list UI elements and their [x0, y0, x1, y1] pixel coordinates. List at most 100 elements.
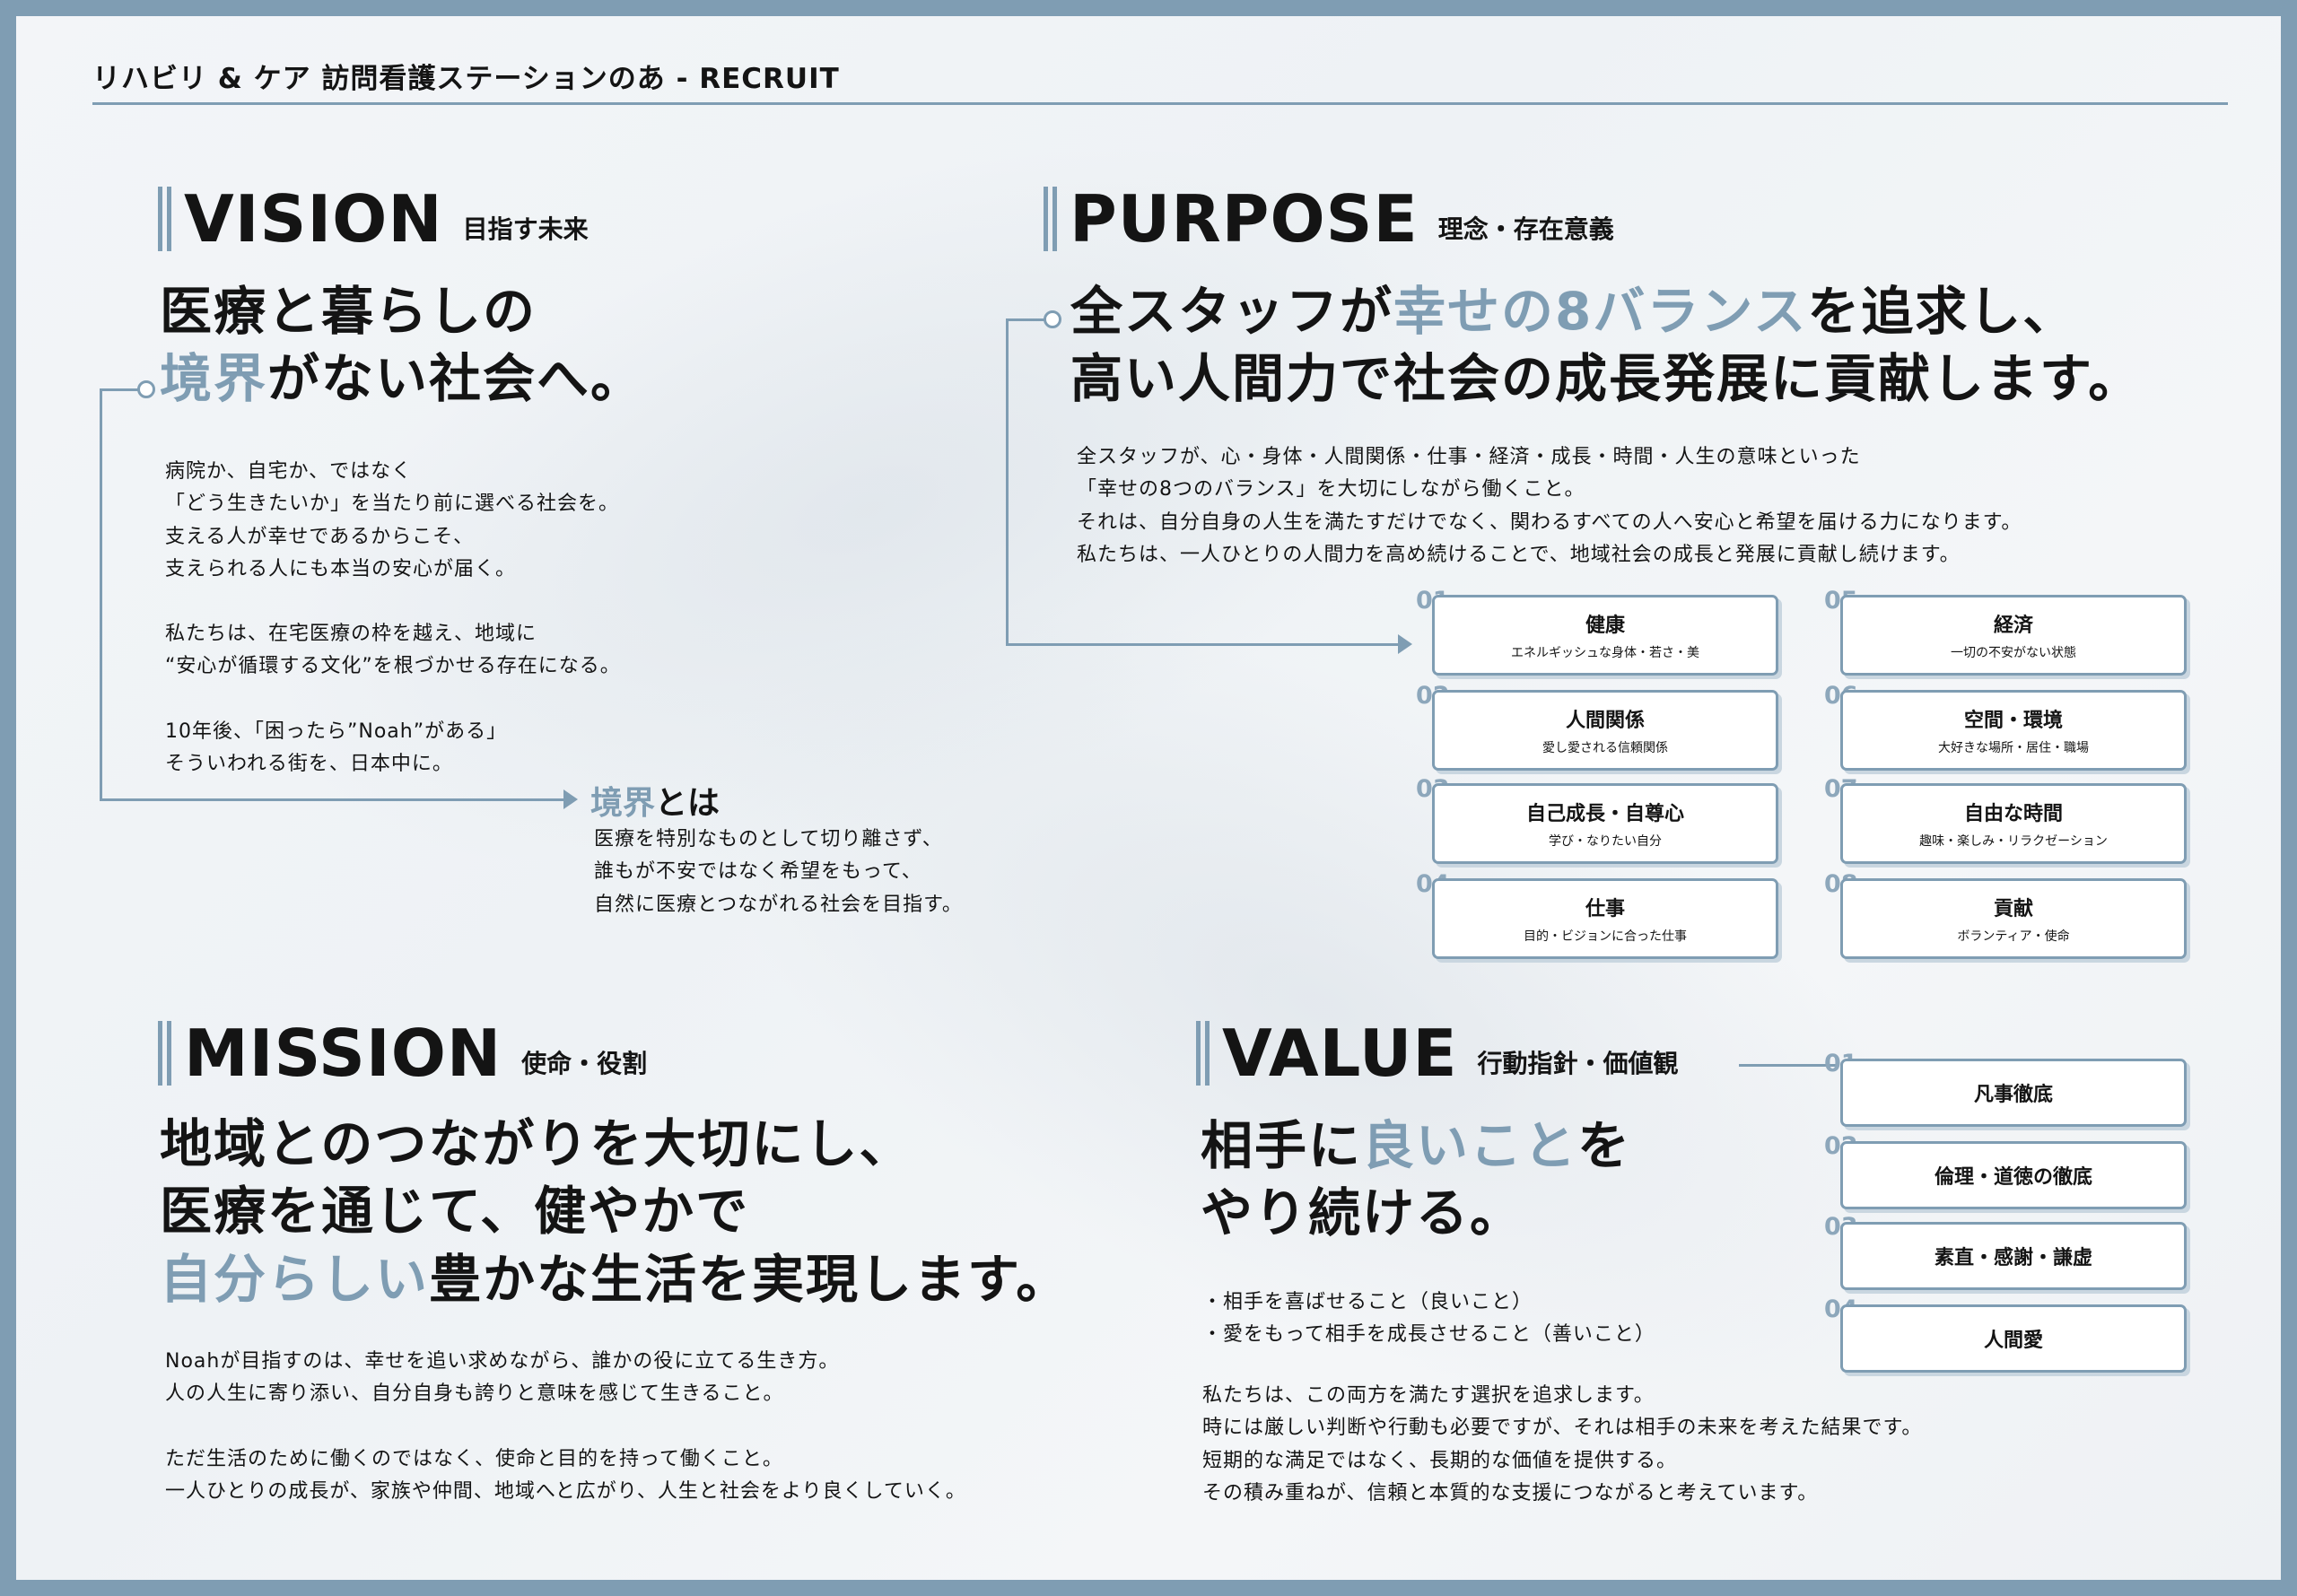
value-headline-line1: 相手に良いことを	[1201, 1112, 1631, 1180]
boundary-title-rest: とは	[655, 785, 721, 822]
value-headline: 相手に良いことを やり続ける。	[1201, 1112, 1631, 1248]
value-item: 凡事徹底	[1840, 1059, 2187, 1127]
value-item: 倫理・道徳の徹底	[1840, 1141, 2187, 1209]
vision-headline-accent: 境界	[160, 348, 268, 410]
text-line: 支える人が幸せであるからこそ、	[165, 525, 475, 548]
balance-label: 人間関係	[1565, 710, 1645, 732]
arrow-right-icon	[1398, 634, 1412, 654]
value-item: 素直・感謝・謙虚	[1840, 1222, 2187, 1290]
balance-desc: 愛し愛される信頼関係	[1542, 741, 1668, 755]
bullet-item: ・相手を喜ばせること（良いこと）	[1202, 1291, 1533, 1313]
text-line: 私たちは、在宅医療の枠を越え、地域に	[165, 623, 537, 646]
purpose-headline-pre: 全スタッフが	[1070, 281, 1394, 342]
bullet-item: ・愛をもって相手を成長させること（善いこと）	[1202, 1323, 1655, 1347]
value-headline-post: を	[1577, 1115, 1632, 1176]
text-line: Noahが目指すのは、幸せを追い求めながら、誰かの役に立てる生き方。	[165, 1350, 840, 1373]
spacer	[165, 1411, 966, 1443]
purpose-headline: 全スタッフが幸せの8バランスを追求し、 高い人間力で社会の成長発展に貢献します。	[1070, 278, 2142, 414]
connector-dot-icon	[1044, 310, 1061, 328]
text-line: “安心が循環する文化”を根づかせる存在になる。	[165, 655, 621, 678]
value-headline-accent: 良いこと	[1362, 1115, 1578, 1176]
spacer	[165, 586, 621, 618]
text-line: そういわれる街を、日本中に。	[165, 753, 453, 776]
heading-bars-icon	[158, 187, 171, 251]
mission-subtitle: 使命・役割	[521, 1049, 648, 1078]
heading-bars-icon	[158, 1021, 171, 1086]
text-line: 誰もが不安ではなく希望をもって、	[594, 860, 922, 884]
balance-desc: 学び・なりたい自分	[1549, 834, 1662, 849]
text-line: 病院か、自宅か、ではなく	[165, 460, 413, 483]
balance-item-growth: 自己成長・自尊心 学び・なりたい自分	[1432, 783, 1778, 864]
mission-headline-line3: 自分らしい豊かな生活を実現します。	[160, 1246, 1070, 1313]
mission-heading: MISSION 使命・役割	[158, 1021, 647, 1086]
purpose-headline-accent: 幸せの8バランス	[1393, 281, 1808, 342]
text-line: 「どう生きたいか」を当たり前に選べる社会を。	[165, 493, 620, 516]
vision-headline-line2: 境界がない社会へ。	[160, 345, 644, 413]
text-line: 時には厳しい判断や行動も必要ですが、それは相手の未来を考えた結果です。	[1202, 1417, 1923, 1440]
balance-label: 空間・環境	[1963, 710, 2063, 732]
purpose-body: 全スタッフが、心・身体・人間関係・仕事・経済・成長・時間・人生の意味といった 「…	[1077, 441, 2022, 571]
vision-headline-line1: 医療と暮らしの	[160, 281, 537, 342]
spacer	[165, 684, 621, 716]
vision-headline: 医療と暮らしの 境界がない社会へ。	[160, 278, 644, 414]
purpose-connector-line	[1006, 318, 1009, 646]
balance-desc: 目的・ビジョンに合った仕事	[1524, 929, 1687, 944]
heading-bars-icon	[1044, 187, 1057, 251]
purpose-title: PURPOSE	[1070, 181, 1419, 257]
vision-subtitle: 目指す未来	[462, 214, 589, 244]
purpose-subtitle: 理念・存在意義	[1437, 214, 1614, 244]
header-divider	[92, 102, 2228, 105]
text-line: 私たちは、一人ひとりの人間力を高め続けることで、地域社会の成長と発展に貢献し続け…	[1077, 543, 1961, 566]
vision-body: 病院か、自宅か、ではなく 「どう生きたいか」を当たり前に選べる社会を。 支える人…	[165, 456, 621, 781]
balance-item-environment: 空間・環境 大好きな場所・居住・職場	[1840, 690, 2187, 771]
text-line: 支えられる人にも本当の安心が届く。	[165, 557, 517, 580]
balance-label: 貢献	[1993, 898, 2033, 920]
text-line: 医療を特別なものとして切り離さず、	[594, 828, 943, 850]
text-line: ただ生活のために働くのではなく、使命と目的を持って働くこと。	[165, 1447, 783, 1470]
boundary-title-accent: 境界	[590, 785, 656, 822]
purpose-headline-post: を追求し、	[1807, 281, 2077, 342]
balance-desc: 一切の不安がない状態	[1951, 646, 2076, 660]
value-title: VALUE	[1222, 1016, 1458, 1091]
balance-desc: ボランティア・使命	[1957, 929, 2070, 944]
vision-connector-line	[100, 388, 102, 801]
balance-label: 経済	[1993, 615, 2033, 637]
mission-body: Noahが目指すのは、幸せを追い求めながら、誰かの役に立てる生き方。 人の人生に…	[165, 1346, 966, 1508]
vision-title: VISION	[184, 181, 443, 257]
mission-headline: 地域とのつながりを大切にし、 医療を通じて、健やかで 自分らしい豊かな生活を実現…	[160, 1111, 1070, 1313]
arrow-right-icon	[563, 789, 578, 809]
text-line: 人の人生に寄り添い、自分自身も誇りと意味を感じて生きること。	[165, 1382, 784, 1406]
connector-dot-icon	[137, 380, 155, 398]
balance-label: 健康	[1585, 615, 1625, 637]
mission-headline-rest: 豊かな生活を実現します。	[429, 1248, 1070, 1310]
value-heading: VALUE 行動指針・価値観	[1196, 1021, 1679, 1086]
text-line: 私たちは、この両方を満たす選択を追求します。	[1202, 1384, 1655, 1407]
boundary-title: 境界とは	[590, 777, 720, 824]
text-line: 自然に医療とつながれる社会を目指す。	[594, 893, 963, 916]
heading-bars-icon	[1196, 1021, 1210, 1086]
text-line: 短期的な満足ではなく、長期的な価値を提供する。	[1202, 1449, 1678, 1472]
purpose-headline-line1: 全スタッフが幸せの8バランスを追求し、	[1070, 278, 2142, 345]
balance-desc: 大好きな場所・居住・職場	[1938, 741, 2089, 755]
balance-label: 自己成長・自尊心	[1525, 803, 1684, 825]
balance-item-health: 健康 エネルギッシュな身体・若さ・美	[1432, 595, 1778, 676]
balance-label: 自由な時間	[1963, 803, 2063, 825]
balance-item-relationships: 人間関係 愛し愛される信頼関係	[1432, 690, 1778, 771]
balance-item-contribution: 貢献 ボランティア・使命	[1840, 878, 2187, 959]
vision-connector-line	[100, 798, 566, 801]
balance-label: 仕事	[1585, 898, 1625, 920]
balance-item-work: 仕事 目的・ビジョンに合った仕事	[1432, 878, 1778, 959]
mission-title: MISSION	[184, 1016, 502, 1091]
vision-heading: VISION 目指す未来	[158, 187, 589, 251]
vision-connector-line	[100, 388, 141, 391]
text-line: 「幸せの8つのバランス」を大切にしながら働くこと。	[1077, 478, 1585, 501]
value-body: 私たちは、この両方を満たす選択を追求します。 時には厳しい判断や行動も必要ですが…	[1202, 1380, 1922, 1510]
value-headline-line2: やり続ける。	[1201, 1182, 1524, 1244]
text-line: その積み重ねが、信頼と本質的な支援につながると考えています。	[1202, 1481, 1819, 1504]
value-bullets: ・相手を喜ばせること（良いこと） ・愛をもって相手を成長させること（善いこと）	[1202, 1286, 1655, 1352]
mission-headline-line1: 地域とのつながりを大切にし、	[160, 1113, 913, 1174]
value-headline-pre: 相手に	[1201, 1115, 1363, 1176]
balance-desc: 趣味・楽しみ・リラクゼーション	[1919, 834, 2108, 849]
text-line: それは、自分自身の人生を満たすだけでなく、関わるすべての人へ安心と希望を届ける力…	[1077, 510, 2022, 534]
text-line: 全スタッフが、心・身体・人間関係・仕事・経済・成長・時間・人生の意味といった	[1077, 446, 1861, 468]
